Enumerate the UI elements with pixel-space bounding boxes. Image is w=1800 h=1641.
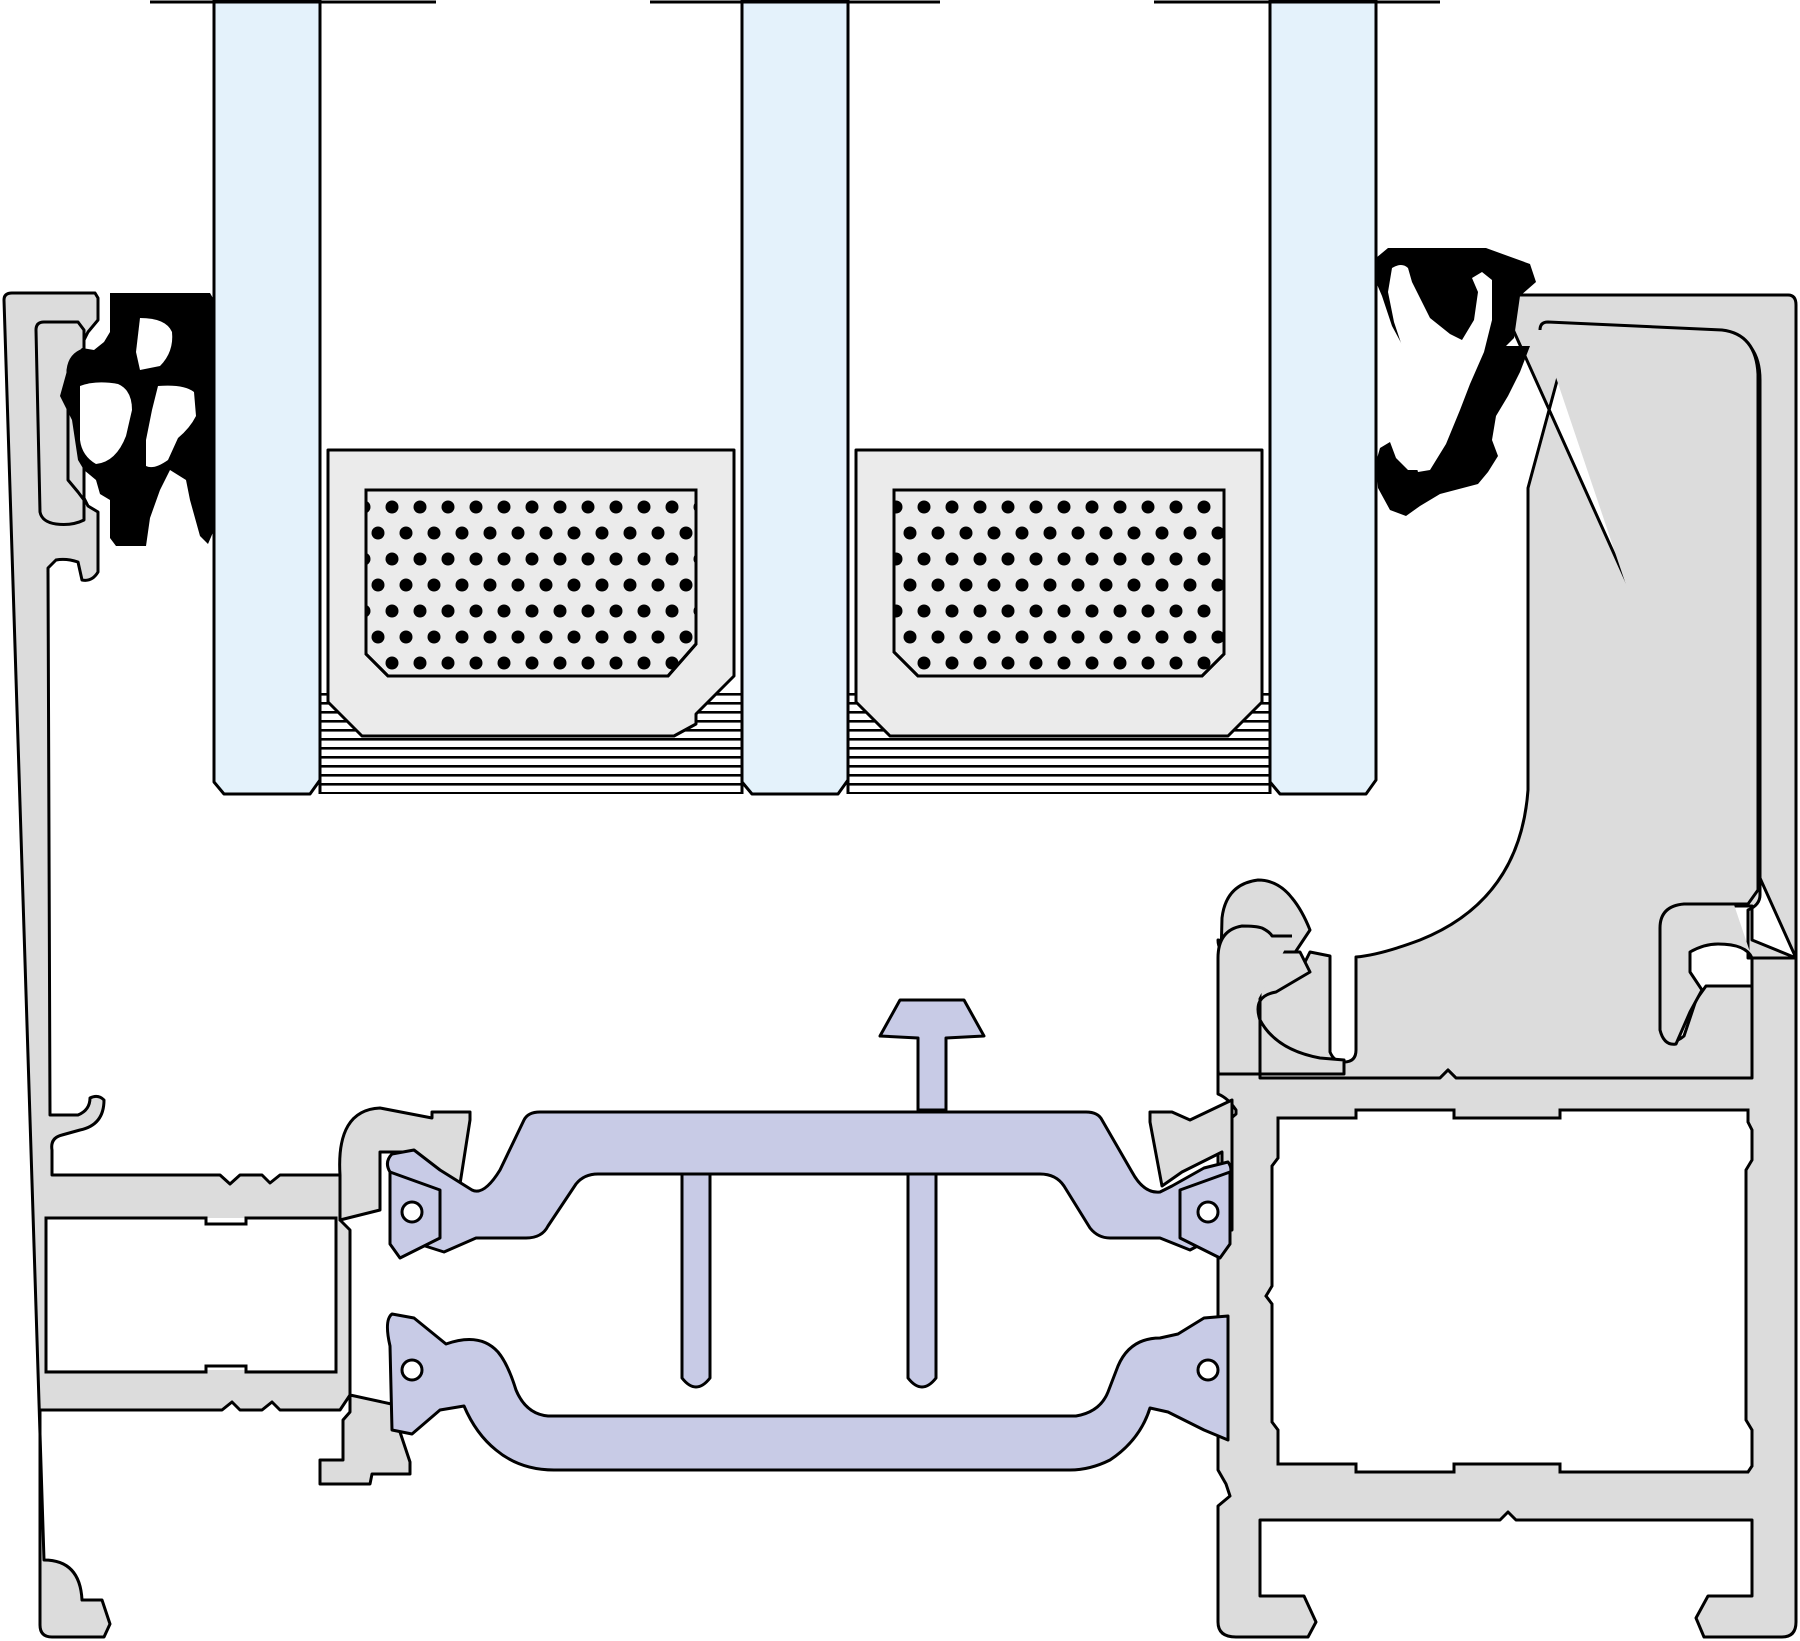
desiccant-left-outline bbox=[364, 488, 698, 678]
thermal-break-pin-right-lower bbox=[1196, 1358, 1220, 1382]
gaskets bbox=[60, 248, 1536, 546]
thermal-break-web-right bbox=[906, 1172, 938, 1389]
inner-gasket-hole bbox=[1388, 265, 1492, 472]
thermal-break-upper-strut bbox=[385, 1110, 1233, 1254]
desiccant-left bbox=[366, 490, 696, 676]
thermal-break-pin-right bbox=[1196, 1200, 1220, 1224]
glass-pane-1 bbox=[212, 0, 322, 796]
sash-top-return bbox=[1216, 924, 1292, 1074]
thermal-break-polyamide bbox=[385, 998, 1233, 1472]
thermal-break-stem bbox=[878, 998, 986, 1112]
sash-profile bbox=[1148, 293, 1798, 1639]
desiccant-right-outline bbox=[892, 488, 1226, 678]
thermal-break-web-left bbox=[680, 1172, 712, 1389]
desiccant-right bbox=[894, 490, 1224, 676]
outer-frame-chamber-upper bbox=[46, 1218, 336, 1370]
outer-gasket-hole-3 bbox=[146, 385, 196, 468]
outer-glazing-gasket bbox=[60, 293, 214, 546]
glass-pane-2 bbox=[740, 0, 850, 796]
thermal-break-lower-strut bbox=[385, 1312, 1230, 1472]
outer-gasket-hole-1 bbox=[136, 318, 173, 370]
thermal-break-pin-left-lower bbox=[400, 1358, 424, 1382]
sash-chamber bbox=[1264, 1108, 1754, 1474]
thermal-break-pin-left bbox=[400, 1200, 424, 1224]
outer-frame-chamber-upper-outline bbox=[44, 1216, 338, 1374]
glass-pane-3 bbox=[1268, 0, 1378, 796]
outer-frame-upper-lip bbox=[34, 320, 86, 526]
sash-inner-curve bbox=[1538, 320, 1760, 1046]
glazing-unit bbox=[150, 0, 1440, 796]
outer-gasket-hole-2 bbox=[80, 382, 132, 464]
